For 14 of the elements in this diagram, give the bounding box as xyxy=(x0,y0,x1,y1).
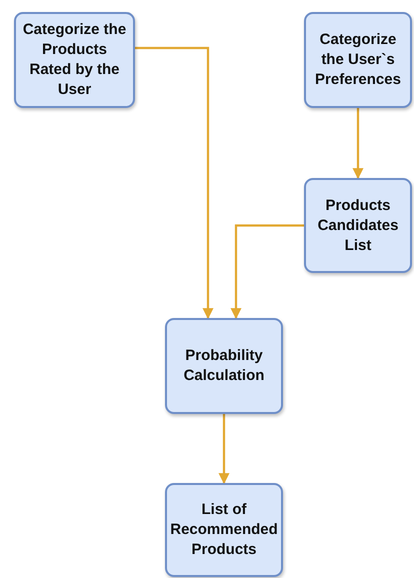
box-label: Probability Calculation xyxy=(182,346,266,386)
arrow xyxy=(218,414,230,484)
process-box xyxy=(165,318,283,414)
arrow xyxy=(230,224,304,320)
arrow xyxy=(135,46,214,320)
arrow xyxy=(352,108,364,180)
box-label: Products Candidates List xyxy=(316,196,400,256)
box-label: List of Recommended Products xyxy=(170,500,278,560)
process-box xyxy=(165,483,283,577)
process-box xyxy=(14,12,135,108)
box-label: Categorize the Products Rated by the User xyxy=(22,20,128,100)
box-label: Categorize the User`s Preferences xyxy=(314,30,402,90)
process-box xyxy=(304,12,412,108)
process-box xyxy=(304,178,412,273)
